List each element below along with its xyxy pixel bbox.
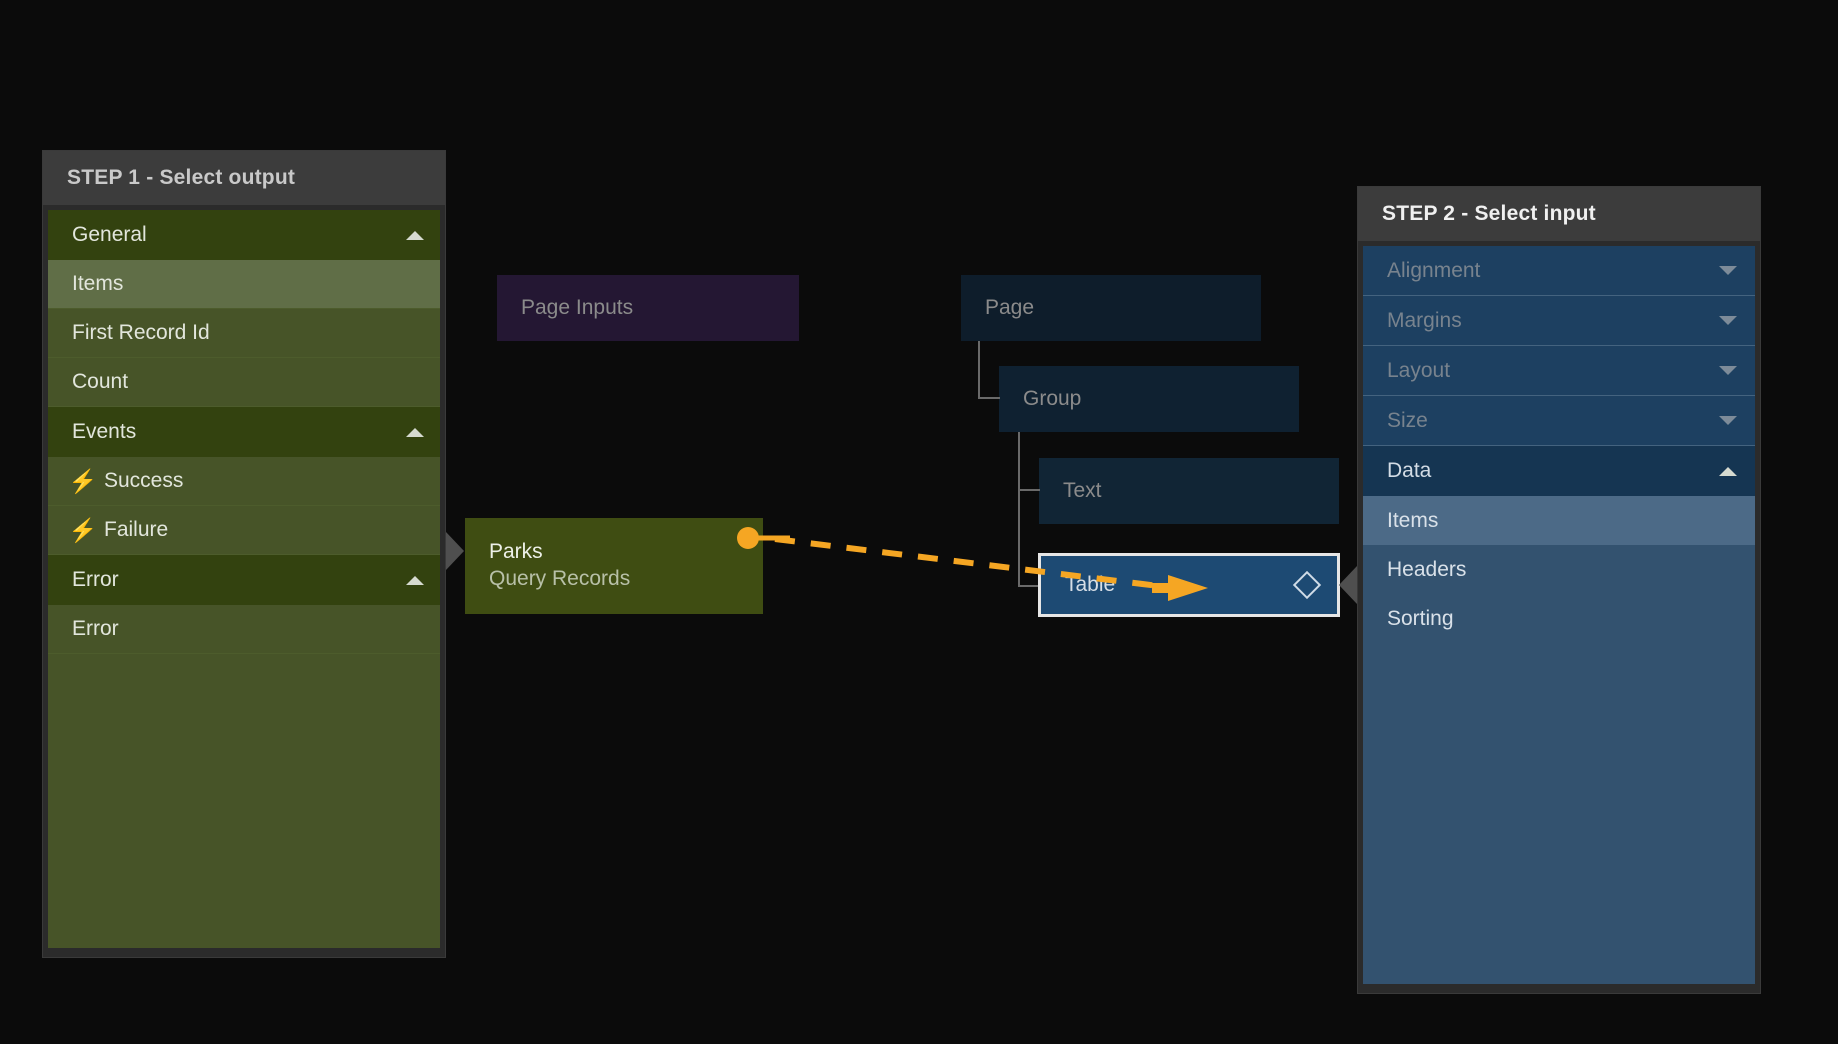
node-label: Page Inputs	[521, 296, 634, 319]
list-item-label: Sorting	[1387, 606, 1454, 630]
node-label: Page	[985, 296, 1035, 319]
node-table-selected[interactable]: Table	[1038, 553, 1340, 617]
caret-down-icon[interactable]	[1719, 416, 1737, 425]
section-header-general[interactable]: General	[48, 210, 440, 260]
step1-list: General Items First Record Id Count Even…	[48, 210, 440, 948]
list-item-label: Headers	[1387, 557, 1467, 581]
tree-connector-horizontal	[978, 397, 1000, 399]
section-header-data[interactable]: Data	[1363, 446, 1755, 496]
step2-body: Alignment Margins Layout Size Data	[1358, 241, 1760, 989]
list-item-error[interactable]: Error	[48, 605, 440, 654]
step2-title: STEP 2 - Select input	[1358, 187, 1760, 241]
section-header-margins[interactable]: Margins	[1363, 296, 1755, 346]
diamond-icon	[1292, 570, 1322, 600]
node-title: Parks	[489, 540, 543, 564]
step2-list: Alignment Margins Layout Size Data	[1363, 246, 1755, 984]
section-header-events[interactable]: Events	[48, 407, 440, 457]
caret-down-icon[interactable]	[1719, 366, 1737, 375]
lightning-bolt-icon: ⚡	[68, 516, 98, 543]
list-item-label: First Record Id	[72, 321, 210, 344]
tree-connector-horizontal	[1018, 585, 1040, 587]
node-label: Text	[1063, 479, 1102, 502]
caret-up-icon[interactable]	[406, 575, 424, 585]
section-label-data: Data	[1387, 459, 1432, 482]
node-group[interactable]: Group	[999, 366, 1299, 432]
node-page-inputs[interactable]: Page Inputs	[497, 275, 799, 341]
list-item-label: Items	[72, 272, 124, 295]
list-item-first-record-id[interactable]: First Record Id	[48, 309, 440, 358]
caret-up-icon[interactable]	[406, 427, 424, 437]
step1-panel: STEP 1 - Select output General Items Fir…	[42, 150, 446, 958]
list-item-label: Count	[72, 370, 129, 393]
list-item-label: Success	[104, 469, 184, 492]
list-item-label: Error	[72, 617, 119, 640]
step1-empty-space	[48, 654, 440, 948]
node-parks-query-records[interactable]: Parks Query Records	[465, 518, 763, 614]
output-edge-arrow-icon	[446, 532, 464, 570]
tree-connector-vertical	[1018, 432, 1020, 587]
caret-up-icon[interactable]	[1719, 466, 1737, 476]
lightning-bolt-icon: ⚡	[68, 467, 98, 494]
step2-empty-space	[1363, 643, 1755, 984]
section-label-layout: Layout	[1387, 358, 1451, 382]
list-item-success[interactable]: ⚡ Success	[48, 457, 440, 506]
section-label-events: Events	[72, 420, 137, 443]
node-label: Table	[1065, 573, 1116, 596]
section-label-general: General	[72, 223, 147, 246]
list-item-failure[interactable]: ⚡ Failure	[48, 506, 440, 555]
input-edge-arrow-icon	[1339, 566, 1357, 604]
caret-up-icon[interactable]	[406, 230, 424, 240]
list-item-items[interactable]: Items	[1363, 496, 1755, 545]
list-item-headers[interactable]: Headers	[1363, 545, 1755, 594]
node-subtitle: Query Records	[489, 567, 631, 590]
node-label: Group	[1023, 387, 1082, 410]
section-header-alignment[interactable]: Alignment	[1363, 246, 1755, 296]
section-label-error: Error	[72, 568, 119, 591]
list-item-label: Failure	[104, 518, 169, 541]
node-text[interactable]: Text	[1039, 458, 1339, 524]
section-label-size: Size	[1387, 408, 1428, 432]
step1-title: STEP 1 - Select output	[43, 151, 445, 205]
section-header-layout[interactable]: Layout	[1363, 346, 1755, 396]
section-label-margins: Margins	[1387, 308, 1462, 332]
caret-down-icon[interactable]	[1719, 266, 1737, 275]
step2-panel: STEP 2 - Select input Alignment Margins …	[1357, 186, 1761, 994]
list-item-count[interactable]: Count	[48, 358, 440, 407]
section-label-alignment: Alignment	[1387, 258, 1481, 282]
tree-connector-vertical	[978, 341, 980, 399]
list-item-label: Items	[1387, 508, 1439, 532]
section-header-size[interactable]: Size	[1363, 396, 1755, 446]
node-page[interactable]: Page	[961, 275, 1261, 341]
list-item-items[interactable]: Items	[48, 260, 440, 309]
list-item-sorting[interactable]: Sorting	[1363, 594, 1755, 643]
step1-body: General Items First Record Id Count Even…	[43, 205, 445, 953]
caret-down-icon[interactable]	[1719, 316, 1737, 325]
tree-connector-horizontal	[1018, 489, 1040, 491]
section-header-error[interactable]: Error	[48, 555, 440, 605]
